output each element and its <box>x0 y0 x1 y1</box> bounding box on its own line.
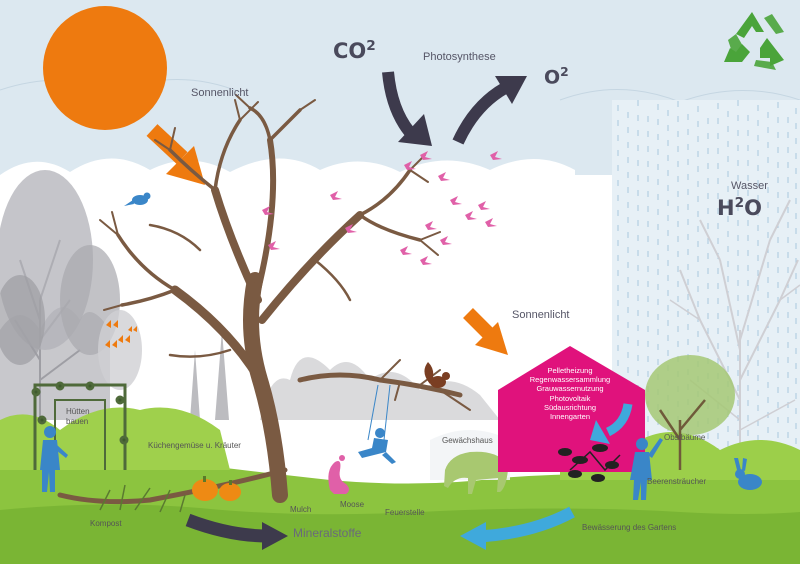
label-wasser: Wasser <box>731 180 768 192</box>
label-h2o: H2O <box>717 195 762 220</box>
house-feature-item: Regenwassersammlung <box>529 375 611 385</box>
house-feature-item: Pelletheizung <box>547 366 593 375</box>
sun-icon <box>43 6 167 130</box>
recycle-icon <box>724 12 784 70</box>
fruit-tree <box>645 355 735 470</box>
label-bewaesserung: Bewässerung des Gartens <box>582 523 677 532</box>
bird-flock <box>262 151 502 265</box>
pumpkin-icon <box>192 476 241 501</box>
label-beerenstraeucher: Beerensträucher <box>647 477 707 486</box>
water-arrow-garden <box>460 506 575 550</box>
label-kuechengemuese: Küchengemüse u. Kräuter <box>148 441 241 450</box>
house-feature-list: Pelletheizung Regenwassersammlung Grauwa… <box>510 366 630 421</box>
label-sonnenlicht-mid: Sonnenlicht <box>512 309 570 321</box>
house-feature-item: Grauwassernutzung <box>536 384 604 394</box>
house-feature-item: Innengarten <box>549 412 591 422</box>
rabbit-icon <box>734 458 762 490</box>
label-feuerstelle: Feuerstelle <box>385 508 425 517</box>
house-feature-item: Südausrichtung <box>543 402 597 412</box>
squirrel-icon <box>424 362 450 388</box>
sunlight-arrow-mid <box>463 308 508 355</box>
label-co2: CO2 <box>333 38 376 63</box>
deer-icon <box>444 451 514 494</box>
child-left <box>40 426 68 492</box>
label-huetten-1: Hütten <box>66 407 90 416</box>
pink-house <box>498 346 645 472</box>
background-forest <box>0 170 540 440</box>
flamingo-icon <box>328 455 349 494</box>
house-feature-item: Photovoltaik <box>549 393 591 403</box>
compost-plants <box>99 484 186 513</box>
label-mulch: Mulch <box>290 505 312 514</box>
swing-child <box>358 384 396 464</box>
label-mineralstoffe: Mineralstoffe <box>293 526 362 540</box>
bird-icon <box>124 192 151 206</box>
co2-arrow <box>382 71 432 146</box>
water-arrow-house <box>590 403 633 444</box>
o2-arrow <box>452 76 527 145</box>
label-obstbaeume: Obstbäume <box>664 433 706 442</box>
label-o2: O2 <box>544 65 569 89</box>
label-moose: Moose <box>340 500 365 509</box>
label-photosynthese: Photosynthese <box>423 51 496 63</box>
mineral-arrow <box>185 513 288 550</box>
main-tree <box>57 94 471 505</box>
label-huetten-2: bauen <box>66 417 89 426</box>
child-right <box>630 438 663 500</box>
label-kompost: Kompost <box>90 519 122 528</box>
vegetable-silhouette <box>558 444 621 482</box>
butterfly-icon <box>105 320 137 348</box>
label-sonnenlicht-top: Sonnenlicht <box>191 87 249 99</box>
label-gewaechshaus: Gewächshaus <box>442 436 493 445</box>
